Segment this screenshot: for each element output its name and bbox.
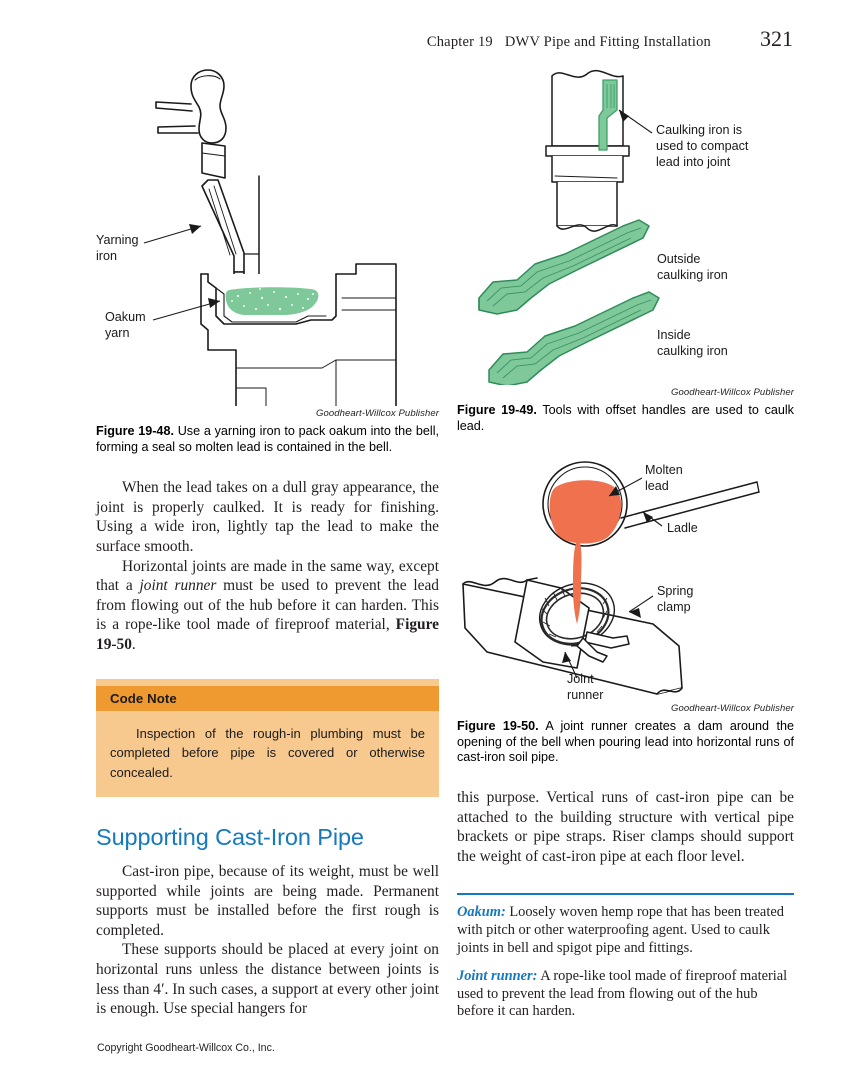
paragraph-2: Horizontal joints are made in the same w…	[96, 557, 439, 655]
figure-19-50: Molten lead Ladle Spring clamp Joint run…	[457, 456, 794, 766]
oakum-yarn-fill	[225, 287, 319, 315]
right-column: Caulking iron is used to compact lead in…	[457, 58, 794, 1032]
label-oakum-yarn-line1: Oakum	[105, 310, 146, 324]
figure-19-48-credit: Goodheart-Willcox Publisher	[316, 408, 439, 419]
figure-19-49: Caulking iron is used to compact lead in…	[457, 58, 794, 434]
code-note-header: Code Note	[96, 685, 439, 711]
glossary-entry-oakum: Oakum: Loosely woven hemp rope that has …	[457, 904, 794, 957]
figure-19-49-credit: Goodheart-Willcox Publisher	[671, 387, 794, 398]
figure-19-49-illustration: Caulking iron is used to compact lead in…	[478, 69, 749, 385]
glossary-term-joint-runner: Joint runner:	[457, 968, 538, 985]
figure-19-48-illustration: Yarning iron Oakum yarn	[96, 69, 397, 406]
label-yarning-iron-line2: iron	[96, 249, 117, 263]
label-oakum-yarn-line2: yarn	[105, 326, 130, 340]
paragraph-2-part-a: Horizontal joints are made in the same w…	[96, 557, 439, 595]
figure-19-49-number: Figure 19-49.	[457, 403, 537, 417]
right-body-text: this purpose. Vertical runs of cast-iron…	[457, 788, 794, 866]
label-inside-caulking-iron-line1: Inside	[657, 328, 691, 342]
left-column: Yarning iron Oakum yarn Goodheart-Willco…	[96, 58, 439, 1019]
figure-19-50-number: Figure 19-50.	[457, 719, 539, 734]
caulking-iron-in-joint	[598, 79, 618, 151]
figure-19-48-number: Figure 19-48.	[96, 424, 174, 438]
paragraph-2-italic-term: joint runner	[139, 577, 217, 595]
label-molten-lead-line1: Molten	[645, 463, 683, 477]
section-heading: Supporting Cast-Iron Pipe	[96, 824, 364, 851]
paragraph-2-part-b: must be used to prevent the lead from fl…	[96, 577, 439, 634]
figure-19-49-caption-text: Tools with offset handles are used to ca…	[457, 403, 794, 433]
label-inside-caulking-iron-line2: caulking iron	[657, 344, 728, 358]
glossary-term-oakum: Oakum:	[457, 904, 506, 921]
figure-19-50-caption: Figure 19-50. A joint runner creates a d…	[457, 719, 794, 766]
label-molten-lead-line2: lead	[645, 479, 669, 493]
running-head-title: DWV Pipe and Fitting Installation	[504, 34, 711, 50]
figure-19-50-illustration: Molten lead Ladle Spring clamp Joint run…	[462, 461, 760, 701]
glossary-definition-oakum: Loosely woven hemp rope that has been tr…	[457, 904, 784, 956]
label-caulking-iron-line2: used to compact	[656, 139, 749, 153]
glossary-divider	[457, 893, 794, 896]
inside-caulking-iron	[488, 291, 660, 385]
copyright-line: Copyright Goodheart-Willcox Co., Inc.	[97, 1042, 275, 1054]
left-body-text: When the lead takes on a dull gray appea…	[96, 478, 439, 654]
label-ladle: Ladle	[667, 521, 698, 535]
code-note-box: Code Note Inspection of the rough-in plu…	[96, 678, 439, 798]
label-outside-caulking-iron-line1: Outside	[657, 252, 700, 266]
paragraph-4: These supports should be placed at every…	[96, 941, 439, 1018]
label-yarning-iron-line1: Yarning	[96, 233, 138, 247]
figure-19-50-credit: Goodheart-Willcox Publisher	[671, 703, 794, 715]
paragraph-2-figure-ref: Figure 19-50	[96, 616, 439, 653]
paragraph-3: Cast-iron pipe, because of its weight, m…	[96, 863, 439, 939]
figure-19-48: Yarning iron Oakum yarn Goodheart-Willco…	[96, 58, 439, 455]
figure-19-50-caption-text: A joint runner creates a dam around the …	[457, 719, 794, 765]
label-caulking-iron-line1: Caulking iron is	[656, 123, 742, 137]
outside-caulking-iron	[478, 219, 650, 315]
page-number: 321	[760, 26, 793, 51]
label-joint-runner-line1: Joint	[567, 672, 594, 686]
figure-19-48-caption: Figure 19-48. Use a yarning iron to pack…	[96, 424, 439, 455]
paragraph-2-part-c: .	[131, 635, 136, 653]
figure-19-48-caption-text: Use a yarning iron to pack oakum into th…	[96, 424, 439, 454]
paragraph-1: When the lead takes on a dull gray appea…	[96, 479, 439, 555]
running-head-chapter: Chapter 19	[426, 34, 493, 50]
molten-lead-fill	[549, 480, 622, 625]
glossary-entry-joint-runner: Joint runner: A rope-like tool made of f…	[457, 968, 794, 1021]
glossary-definition-joint-runner: A rope-like tool made of fireproof mater…	[457, 968, 788, 1020]
label-joint-runner-line2: runner	[567, 688, 603, 701]
code-note-top-strip	[96, 678, 439, 686]
running-head: Chapter 19 DWV Pipe and Fitting Installat…	[90, 26, 793, 51]
running-head-text: Chapter 19 DWV Pipe and Fitting Installat…	[427, 34, 711, 51]
code-note-text: Inspection of the rough-in plumbing must…	[110, 725, 425, 780]
label-spring-clamp-line2: clamp	[657, 600, 691, 614]
label-spring-clamp-line1: Spring	[657, 584, 693, 598]
figure-19-49-caption: Figure 19-49. Tools with offset handles …	[457, 403, 794, 434]
label-caulking-iron-line3: lead into joint	[656, 155, 731, 169]
paragraph-5: this purpose. Vertical runs of cast-iron…	[457, 788, 794, 865]
label-outside-caulking-iron-line2: caulking iron	[657, 268, 728, 282]
